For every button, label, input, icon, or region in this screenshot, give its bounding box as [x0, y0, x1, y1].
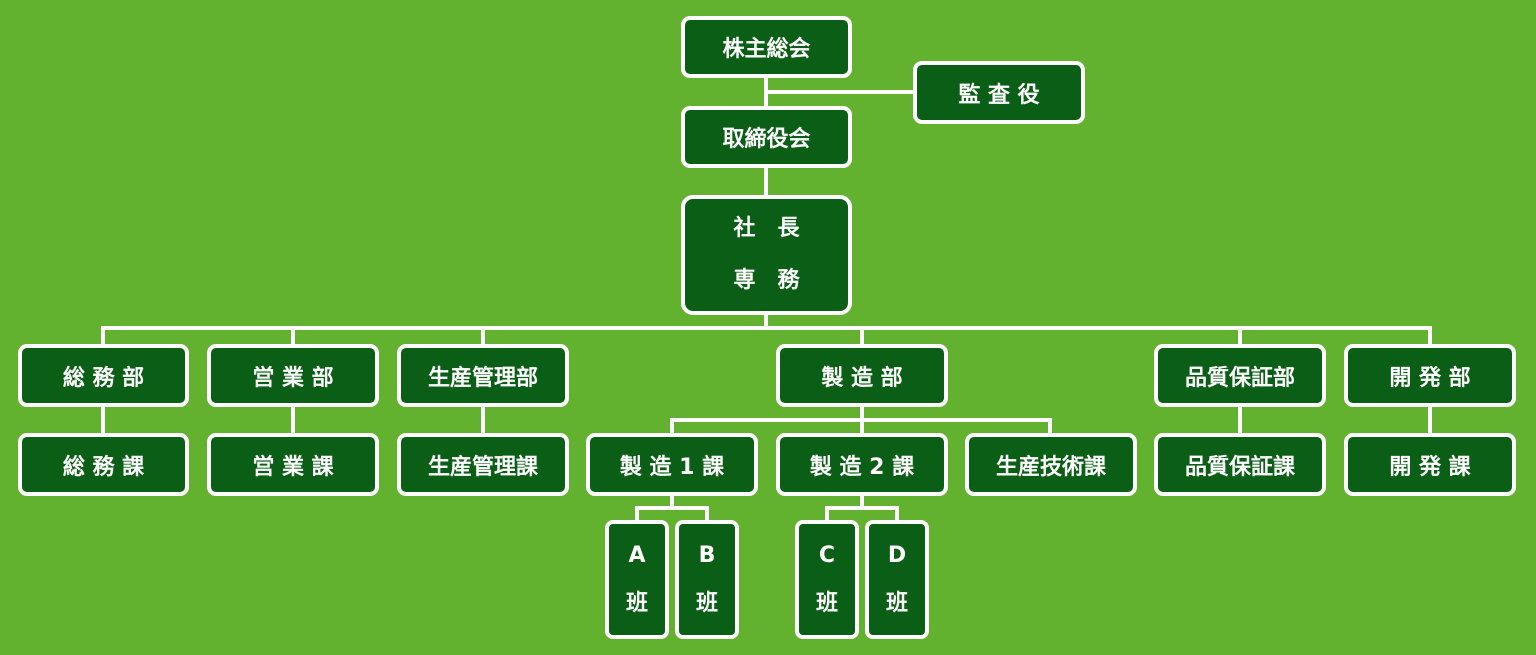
quality-assurance-section-label: 品質保証課 [1184, 454, 1295, 480]
development-dept-label: 開 発 部 [1389, 365, 1471, 391]
general-affairs-section-label: 総 務 課 [62, 454, 145, 480]
team-a-box: A 班 [605, 520, 669, 639]
team-b-box: B 班 [675, 520, 739, 639]
production-control-section-label: 生産管理課 [427, 454, 538, 480]
development-section-box: 開 発 課 [1344, 433, 1516, 496]
development-dept-box: 開 発 部 [1344, 344, 1516, 407]
board-of-directors-label: 取締役会 [722, 127, 811, 152]
manufacturing-1-section-label: 製 造 1 課 [619, 454, 725, 480]
development-section-label: 開 発 課 [1389, 454, 1471, 480]
sales-section-label: 営 業 課 [252, 454, 334, 480]
production-technology-section-box: 生産技術課 [965, 433, 1137, 496]
sales-dept-label: 営 業 部 [252, 365, 334, 391]
production-control-dept-box: 生産管理部 [397, 344, 569, 407]
team-d-label: D 班 [885, 542, 908, 616]
sales-section-box: 営 業 課 [207, 433, 379, 496]
team-c-label: C 班 [815, 542, 838, 616]
auditor-label: 監 査 役 [958, 82, 1040, 108]
shareholders-meeting-label: 株主総会 [722, 37, 811, 62]
manufacturing-2-section-label: 製 造 2 課 [809, 454, 915, 480]
manufacturing-dept-label: 製 造 部 [821, 365, 903, 391]
sales-dept-box: 営 業 部 [207, 344, 379, 407]
team-b-label: B 班 [695, 542, 718, 616]
auditor-box: 監 査 役 [913, 61, 1085, 124]
board-of-directors-box: 取締役会 [681, 106, 852, 168]
president-box: 社 長 専 務 [681, 195, 852, 315]
shareholders-meeting-box: 株主総会 [681, 16, 852, 78]
production-control-dept-label: 生産管理部 [427, 365, 538, 391]
manufacturing-dept-box: 製 造 部 [776, 344, 948, 407]
president-label: 社 長 専 務 [733, 216, 800, 293]
quality-assurance-section-box: 品質保証課 [1154, 433, 1326, 496]
team-a-label: A 班 [625, 542, 648, 616]
general-affairs-section-box: 総 務 課 [18, 433, 189, 496]
team-d-box: D 班 [865, 520, 929, 639]
production-technology-section-label: 生産技術課 [995, 454, 1106, 480]
manufacturing-2-section-box: 製 造 2 課 [776, 433, 948, 496]
quality-assurance-dept-box: 品質保証部 [1154, 344, 1326, 407]
general-affairs-dept-label: 総 務 部 [62, 365, 145, 391]
team-c-box: C 班 [795, 520, 859, 639]
quality-assurance-dept-label: 品質保証部 [1184, 365, 1295, 391]
production-control-section-box: 生産管理課 [397, 433, 569, 496]
general-affairs-dept-box: 総 務 部 [18, 344, 189, 407]
manufacturing-1-section-box: 製 造 1 課 [586, 433, 758, 496]
